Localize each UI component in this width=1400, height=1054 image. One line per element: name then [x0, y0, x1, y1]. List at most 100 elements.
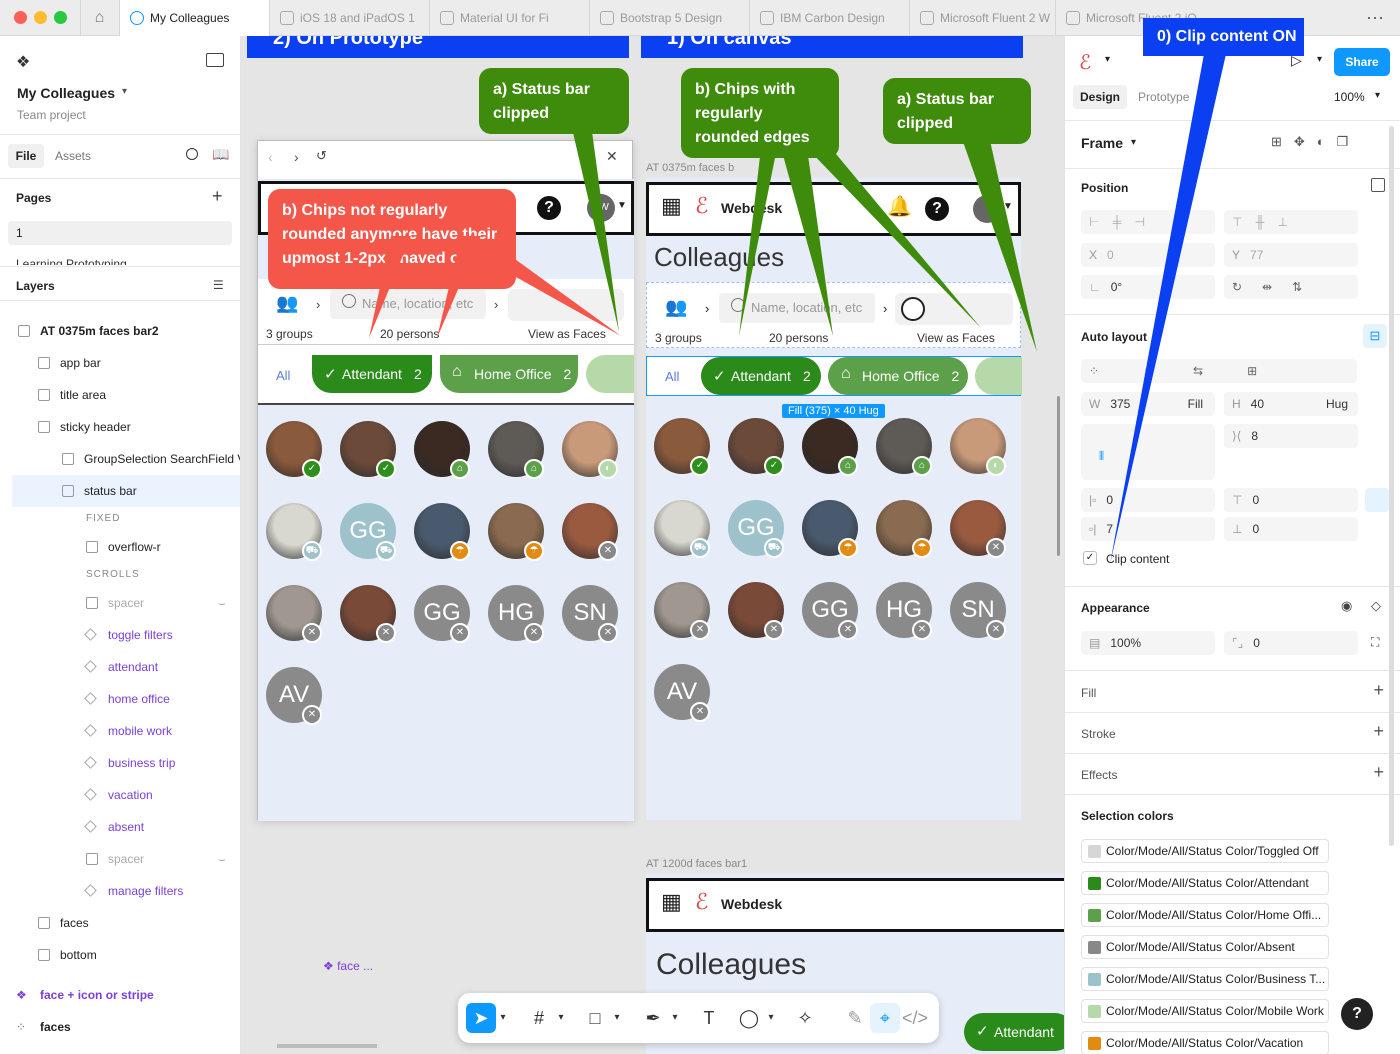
- back-icon[interactable]: ‹: [268, 149, 273, 165]
- layer-item[interactable]: status bar: [12, 475, 240, 507]
- face-initials[interactable]: AV: [654, 664, 710, 720]
- color-swatch[interactable]: [1088, 877, 1101, 890]
- apps-icon[interactable]: ▦: [661, 889, 682, 914]
- chevron-down-icon[interactable]: ▾: [672, 1012, 678, 1023]
- design-mode-icon[interactable]: ⌖: [870, 1003, 900, 1033]
- padding-top-field[interactable]: ⊤0: [1224, 488, 1358, 512]
- tab-fluent-web[interactable]: Microsoft Fluent 2 W: [909, 0, 1055, 36]
- layer-item[interactable]: overflow-r: [12, 531, 240, 563]
- hidden-eye-icon[interactable]: ⌣: [218, 852, 226, 866]
- h-mode[interactable]: Hug: [1325, 397, 1348, 411]
- color-swatch[interactable]: [1088, 973, 1101, 986]
- chip-mobile-work[interactable]: [975, 357, 1022, 395]
- figma-menu-icon[interactable]: ❖: [16, 54, 31, 71]
- tab-prototype[interactable]: Prototype: [1138, 90, 1190, 104]
- chevron-down-icon[interactable]: ▾: [1105, 54, 1111, 65]
- horizontal-scrollbar[interactable]: [277, 1044, 377, 1048]
- w-mode[interactable]: Fill: [1187, 397, 1203, 411]
- remove-auto-layout-icon[interactable]: ⊟: [1363, 324, 1387, 348]
- color-swatch[interactable]: [1088, 845, 1101, 858]
- chevron-down-icon[interactable]: ▾: [558, 1012, 564, 1023]
- restart-icon[interactable]: ↺: [316, 148, 327, 163]
- add-fill-icon[interactable]: +: [1373, 680, 1384, 700]
- layer-item[interactable]: attendant: [12, 651, 240, 683]
- page-item-1[interactable]: 1: [8, 221, 232, 245]
- library-icon[interactable]: 📖: [212, 146, 230, 162]
- collapse-layers-icon[interactable]: ☰: [213, 278, 224, 292]
- minimize-window-button[interactable]: [34, 11, 47, 24]
- layer-item[interactable]: FIXED: [12, 507, 240, 531]
- padding-bottom-field[interactable]: ⊥0: [1224, 517, 1358, 541]
- layer-item[interactable]: mobile work: [12, 715, 240, 747]
- flip-group[interactable]: ↻ ⇹ ⇅: [1224, 275, 1358, 299]
- home-icon[interactable]: ⌂: [80, 0, 118, 36]
- tab-file[interactable]: File: [8, 144, 44, 168]
- selection-color-item[interactable]: Color/Mode/All/Status Color/Absent: [1081, 935, 1329, 959]
- vertical-scrollbar[interactable]: [1057, 396, 1060, 556]
- add-stroke-icon[interactable]: +: [1373, 721, 1384, 741]
- frame-tools-icons[interactable]: ⊞✥◐❐: [1271, 134, 1361, 149]
- tab-ios[interactable]: iOS 18 and iPadOS 1: [269, 0, 429, 36]
- pen-tool-icon[interactable]: ✒: [645, 1008, 661, 1028]
- chip-attendant[interactable]: Attendant: [964, 1013, 1064, 1051]
- selection-color-item[interactable]: Color/Mode/All/Status Color/Home Offi...: [1081, 903, 1329, 927]
- color-swatch[interactable]: [1088, 941, 1101, 954]
- chevron-down-icon[interactable]: ▼: [1003, 201, 1013, 212]
- tab-my-colleagues[interactable]: My Colleagues: [119, 0, 269, 36]
- hidden-eye-icon[interactable]: ⌣: [218, 596, 226, 610]
- component-item[interactable]: ❖face + icon or stripe: [12, 979, 240, 1011]
- ai-tool-icon[interactable]: ✧: [797, 1008, 813, 1028]
- layer-item[interactable]: title area: [12, 379, 240, 411]
- selection-color-item[interactable]: Color/Mode/All/Status Color/Toggled Off: [1081, 839, 1329, 863]
- padding-left-field[interactable]: |▫0: [1081, 488, 1215, 512]
- independent-padding-icon[interactable]: [1365, 488, 1389, 512]
- face-initials[interactable]: GG: [802, 582, 858, 638]
- layer-item[interactable]: absent: [12, 811, 240, 843]
- comment-tool-icon[interactable]: ◯: [738, 1008, 760, 1028]
- share-button[interactable]: Share: [1334, 48, 1390, 76]
- layer-item[interactable]: business trip: [12, 747, 240, 779]
- layer-item[interactable]: faces: [12, 907, 240, 939]
- rotation-field[interactable]: ∟0°: [1081, 275, 1215, 299]
- layer-item[interactable]: app bar: [12, 347, 240, 379]
- selection-color-item[interactable]: Color/Mode/All/Status Color/Vacation: [1081, 1031, 1329, 1054]
- canvas[interactable]: 2) On Prototype 1) On canvas ‹ › ↺ ⤢ ✕ ?…: [241, 36, 1064, 1054]
- frame-type[interactable]: Frame: [1081, 135, 1124, 151]
- chevron-down-icon[interactable]: ▾: [1131, 137, 1137, 148]
- gap-field[interactable]: ⟩⟨8: [1224, 424, 1358, 448]
- layer-item[interactable]: spacer⌣: [12, 843, 240, 875]
- move-tool-icon[interactable]: ➤: [466, 1003, 496, 1033]
- opacity-field[interactable]: ▤100%: [1081, 631, 1215, 655]
- text-tool-icon[interactable]: T: [703, 1008, 715, 1028]
- chevron-down-icon[interactable]: ▾: [614, 1012, 620, 1023]
- face-initials[interactable]: AV: [266, 667, 322, 723]
- close-icon[interactable]: ✕: [606, 148, 618, 164]
- layer-item[interactable]: AT 0375m faces bar2: [12, 315, 240, 347]
- layer-item[interactable]: sticky header: [12, 411, 240, 443]
- color-swatch[interactable]: [1088, 909, 1101, 922]
- alignment-grid[interactable]: ⫴: [1081, 424, 1215, 480]
- layer-item[interactable]: manage filters: [12, 875, 240, 907]
- chip-mobile-work[interactable]: [586, 355, 634, 393]
- chip-all[interactable]: All: [276, 368, 291, 383]
- layer-item[interactable]: toggle filters: [12, 619, 240, 651]
- chevron-down-icon[interactable]: ▾: [1317, 54, 1323, 65]
- add-page-icon[interactable]: +: [212, 186, 223, 206]
- layer-item[interactable]: vacation: [12, 779, 240, 811]
- layer-item[interactable]: GroupSelection SearchField V: [12, 443, 240, 475]
- dev-mode-icon[interactable]: </>: [901, 1008, 929, 1028]
- project-name[interactable]: My Colleagues: [17, 85, 116, 101]
- selection-color-item[interactable]: Color/Mode/All/Status Color/Mobile Work: [1081, 999, 1329, 1023]
- page-item-learning[interactable]: Learning Prototyping: [16, 257, 127, 265]
- color-swatch[interactable]: [1088, 1037, 1101, 1050]
- chevron-down-icon[interactable]: ▾: [1375, 90, 1381, 101]
- align-horizontal-group[interactable]: ⊢ ╪ ⊣: [1081, 210, 1215, 234]
- layer-item[interactable]: spacer⌣: [12, 587, 240, 619]
- help-icon[interactable]: ?: [537, 196, 561, 220]
